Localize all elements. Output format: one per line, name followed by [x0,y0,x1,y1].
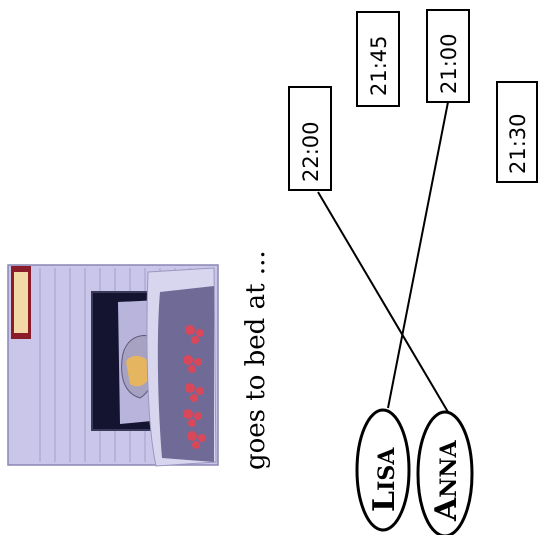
name-initial: L [367,491,402,512]
bedroom-illustration [7,264,219,467]
name-oval-lisa[interactable]: LISA [355,408,411,532]
name-rest: NNA [436,440,462,498]
name-oval-anna[interactable]: ANNA [416,410,474,535]
time-box[interactable]: 22:00 [288,86,332,191]
name-rest: ISA [374,447,400,491]
match-line-lisa-21-00 [387,101,449,409]
time-label: 21:30 [506,113,530,174]
svg-text:LISA: LISA [367,447,402,512]
picture-inner [14,272,28,333]
name-initial: A [429,497,464,522]
time-label: 21:00 [437,33,461,94]
bedspread-flowers [183,325,206,449]
bedspread [157,286,214,462]
match-line-anna-22-00 [317,191,449,413]
time-label: 21:45 [367,35,391,96]
time-box[interactable]: 21:45 [356,11,400,107]
sleeper-face [126,355,152,387]
caption-group: goes to bed at ... [241,250,271,470]
time-box[interactable]: 21:00 [426,9,470,103]
caption: goes to bed at ... [241,250,271,470]
time-label: 22:00 [299,121,323,182]
time-box[interactable]: 21:30 [496,81,538,183]
svg-text:ANNA: ANNA [429,440,464,523]
